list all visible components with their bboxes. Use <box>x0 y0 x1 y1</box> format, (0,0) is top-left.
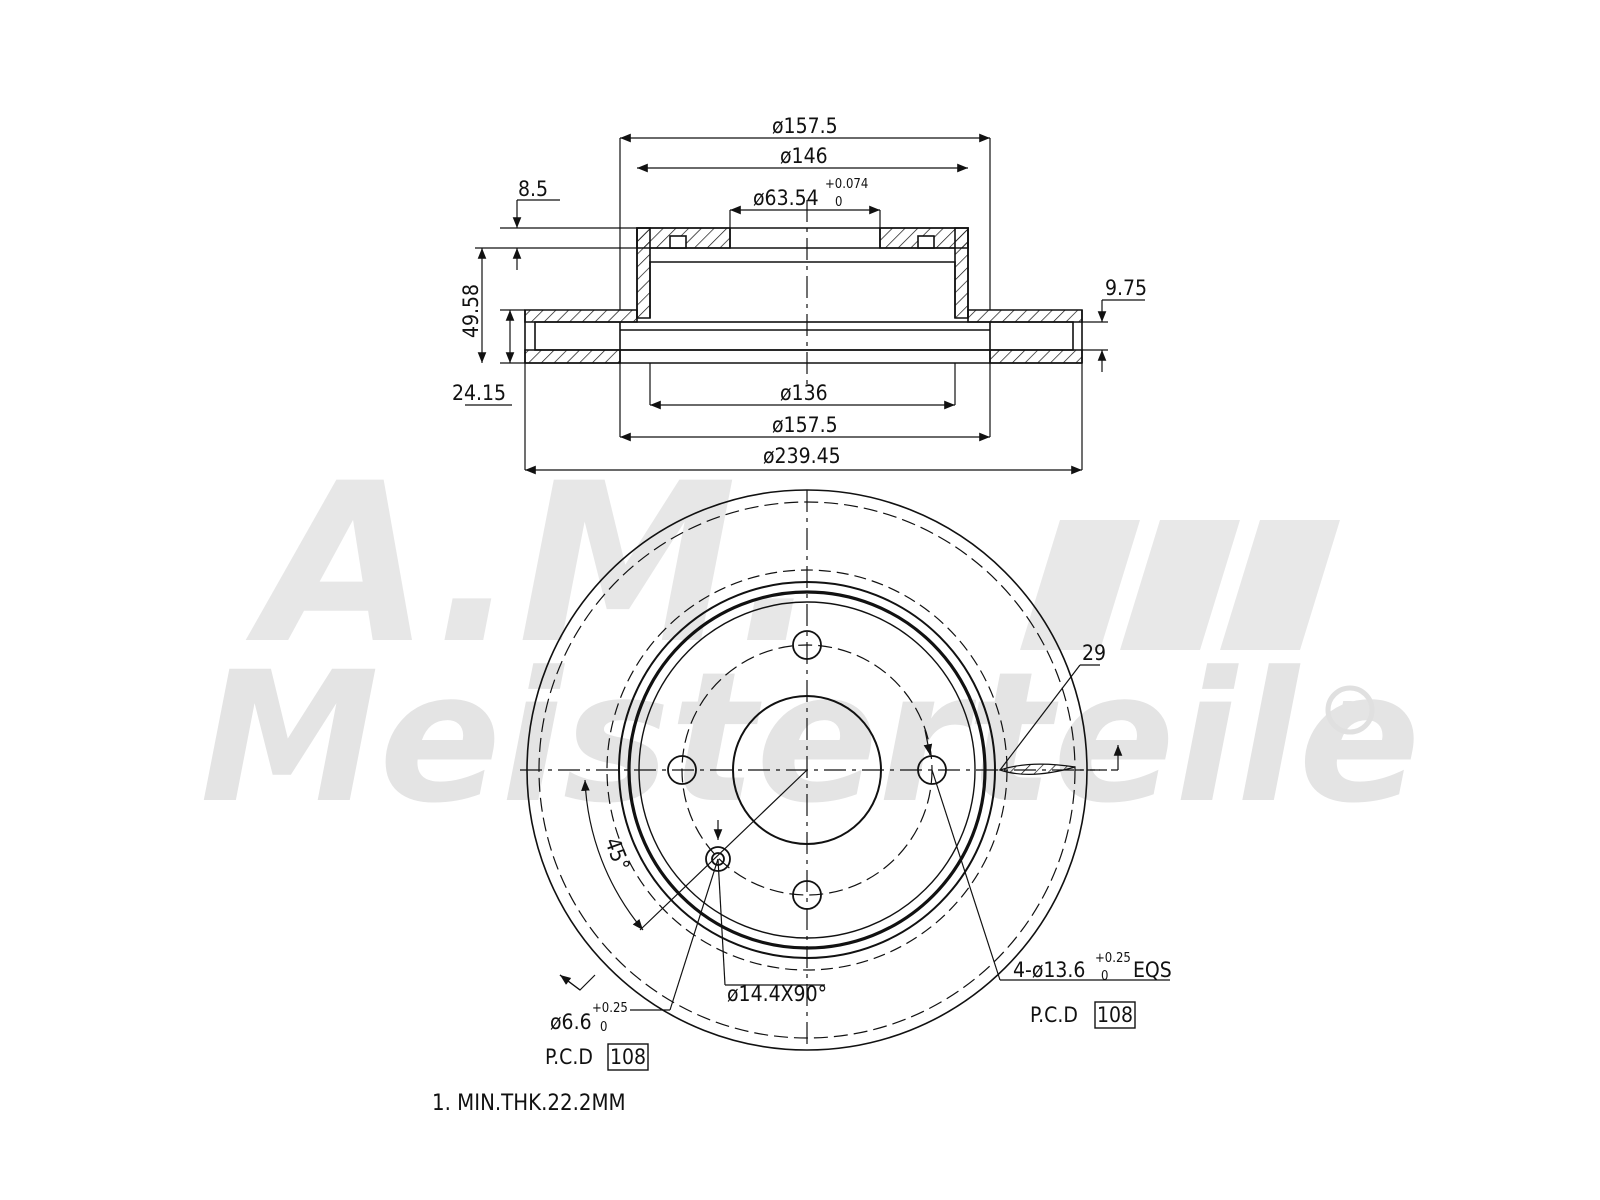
screw-hole-tol-lower: 0 <box>600 1020 607 1035</box>
dim-lines-horizontal <box>524 133 1083 475</box>
countersink-label: ø14.4X90° <box>727 982 827 1006</box>
bolt-holes <box>667 630 947 910</box>
min-thickness-note: 1. MIN.THK.22.2MM <box>432 1091 626 1116</box>
bolt-pcd-label: P.C.D <box>1030 1003 1078 1027</box>
svg-text:R: R <box>1339 697 1359 727</box>
dim-overall-diameter: ø239.45 <box>763 444 841 468</box>
bolt-hole-tol-upper: +0.25 <box>1095 951 1131 966</box>
screw-hole-label: ø6.6 <box>550 1010 592 1034</box>
watermark-brand: Meisterteile <box>200 634 1421 843</box>
center-bore-tol-upper: +0.074 <box>825 177 868 192</box>
watermark-monogram: A.M. <box>245 436 820 692</box>
front-labels: 45° 29 4-ø13.6 +0.25 0 EQS P.C.D 108 ø14… <box>545 641 1172 1071</box>
bolt-pcd-value: 108 <box>1097 1003 1133 1027</box>
dim-hat-outer-bottom: ø157.5 <box>772 413 838 437</box>
center-bore <box>732 695 882 845</box>
dim-lines-vertical <box>465 199 1145 406</box>
screw-hole-tol-upper: +0.25 <box>592 1001 628 1016</box>
vent-width-label: 29 <box>1082 641 1106 665</box>
bolt-hole-tol-lower: 0 <box>1101 969 1108 984</box>
dim-vent-gap: 9.75 <box>1105 276 1147 300</box>
dim-total-height: 49.58 <box>459 284 483 338</box>
dim-center-bore: ø63.54 <box>753 186 819 210</box>
screw-pcd-label: P.C.D <box>545 1045 593 1069</box>
front-view <box>520 489 1170 1051</box>
dim-hat-inner-diameter: ø146 <box>780 144 828 168</box>
screw-pcd-value: 108 <box>610 1045 646 1069</box>
section-labels: ø157.5 ø146 ø63.54 +0.074 0 ø136 ø157.5 … <box>452 114 1147 468</box>
watermark-stripes <box>1020 520 1340 650</box>
section-view <box>465 133 1145 475</box>
registered-mark: R <box>1325 685 1375 735</box>
bolt-pcd-box <box>1094 1001 1136 1029</box>
dim-flange-thickness: 8.5 <box>518 177 548 201</box>
dim-inner-face-diameter: ø136 <box>780 381 828 405</box>
center-bore-tol-lower: 0 <box>835 195 842 210</box>
watermark: A.M. Meisterteile R <box>200 436 1421 843</box>
screw-pcd-box <box>607 1043 649 1071</box>
bolt-hole-label: 4-ø13.6 <box>1013 958 1085 982</box>
bolt-hole-suffix: EQS <box>1133 958 1172 982</box>
dim-disc-offset: 24.15 <box>452 381 506 405</box>
dim-outer-hat-diameter: ø157.5 <box>772 114 838 138</box>
